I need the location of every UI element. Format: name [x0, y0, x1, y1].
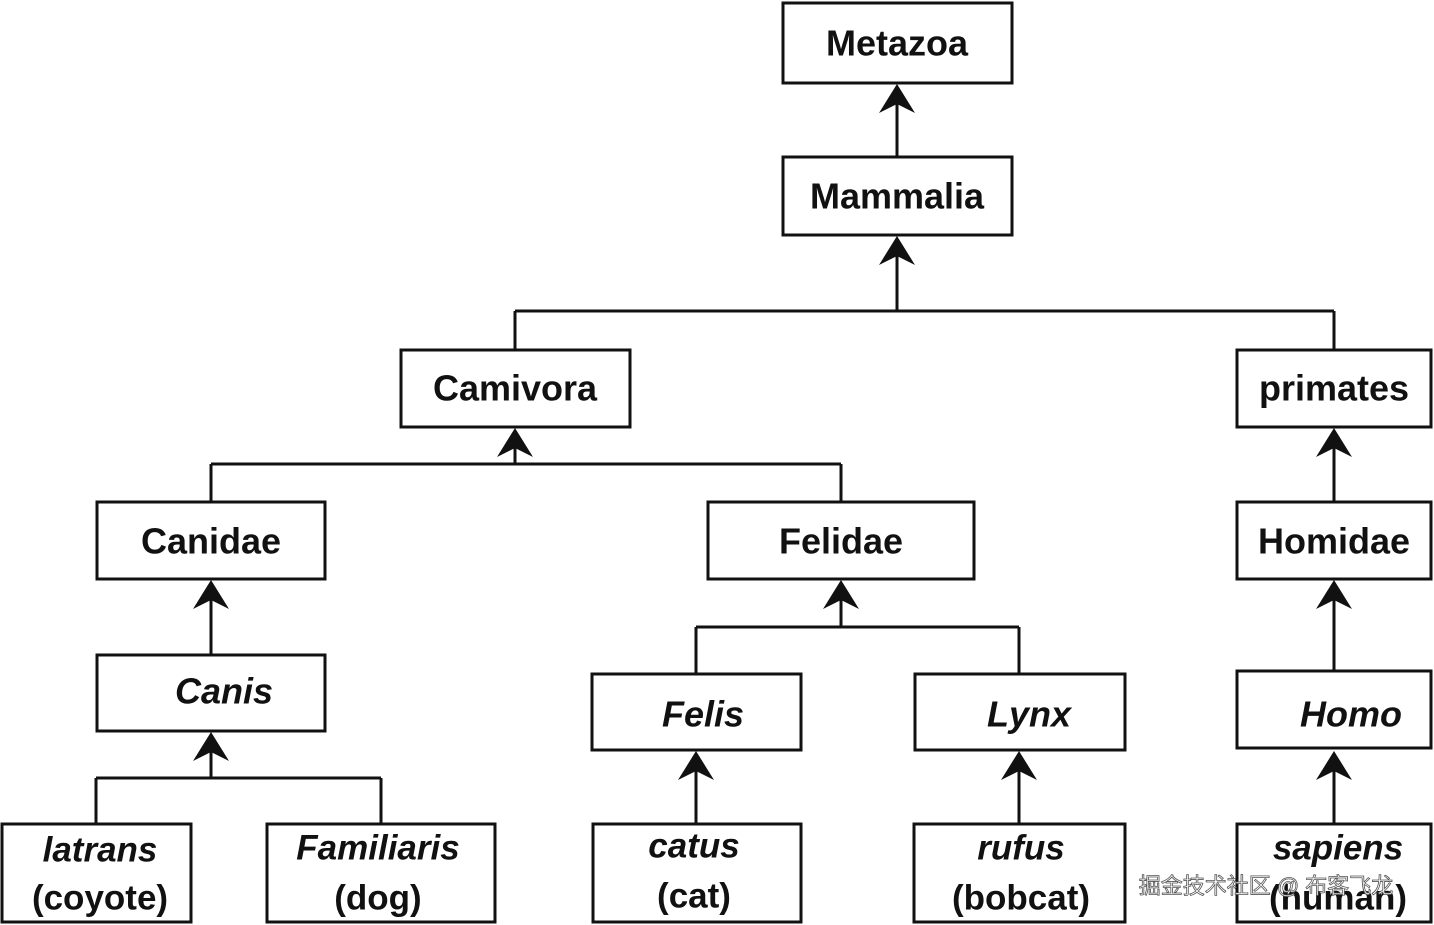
- arrow-to-canidae: [193, 580, 229, 609]
- node-camivora: Camivora: [399, 348, 632, 429]
- node-latrans: latrans (coyote): [0, 822, 193, 924]
- node-label: Felidae: [779, 521, 903, 562]
- node-familiaris: Familiaris (dog): [265, 822, 497, 924]
- arrow-to-camivora: [497, 428, 533, 457]
- node-felidae: Felidae: [706, 500, 976, 581]
- node-primates: primates: [1235, 348, 1433, 429]
- node-canis: Canis: [95, 653, 327, 733]
- node-label: Metazoa: [826, 23, 969, 64]
- node-label: Canidae: [141, 521, 281, 562]
- node-label: Canis: [175, 671, 273, 712]
- arrow-to-felis: [678, 751, 714, 780]
- node-mammalia: Mammalia: [781, 155, 1014, 237]
- arrowheads: [193, 84, 1352, 780]
- node-label-name: latrans: [43, 831, 158, 870]
- node-label-common: (bobcat): [952, 879, 1090, 918]
- node-metazoa: Metazoa: [781, 1, 1014, 85]
- node-canidae: Canidae: [95, 500, 327, 581]
- node-label-name: catus: [648, 827, 739, 866]
- node-label: Lynx: [987, 694, 1073, 735]
- arrow-to-lynx: [1001, 751, 1037, 780]
- node-label-common: (cat): [657, 877, 731, 916]
- node-label-common: (coyote): [32, 879, 168, 918]
- arrow-to-homidae: [1316, 580, 1352, 609]
- node-label: Homidae: [1258, 521, 1410, 562]
- node-sapiens: sapiens (human): [1235, 822, 1433, 924]
- node-catus: catus (cat): [591, 822, 803, 924]
- node-homo: Homo: [1235, 669, 1433, 750]
- node-rufus: rufus (bobcat): [912, 822, 1127, 924]
- arrow-to-mammalia: [879, 236, 915, 265]
- arrow-to-canis: [193, 732, 229, 761]
- arrow-to-metazoa: [879, 84, 915, 113]
- node-label-name: rufus: [977, 829, 1065, 868]
- arrow-to-homo: [1316, 751, 1352, 780]
- node-label-name: sapiens: [1273, 829, 1403, 868]
- node-label: primates: [1259, 368, 1409, 409]
- arrow-to-felidae: [823, 580, 859, 609]
- node-label-common: (dog): [334, 879, 421, 918]
- node-lynx: Lynx: [913, 672, 1127, 752]
- node-label: Felis: [662, 694, 744, 735]
- arrow-to-primates: [1316, 428, 1352, 457]
- node-label-common: (human): [1269, 879, 1407, 918]
- connectors: [94, 95, 1336, 824]
- node-label-name: Familiaris: [296, 829, 459, 868]
- node-label: Mammalia: [810, 176, 985, 217]
- node-label: Camivora: [433, 368, 598, 409]
- node-homidae: Homidae: [1235, 500, 1433, 581]
- node-felis: Felis: [590, 672, 803, 752]
- node-label: Homo: [1300, 694, 1402, 735]
- watermark-text: 掘金技术社区 @ 布客飞龙: [1139, 874, 1394, 899]
